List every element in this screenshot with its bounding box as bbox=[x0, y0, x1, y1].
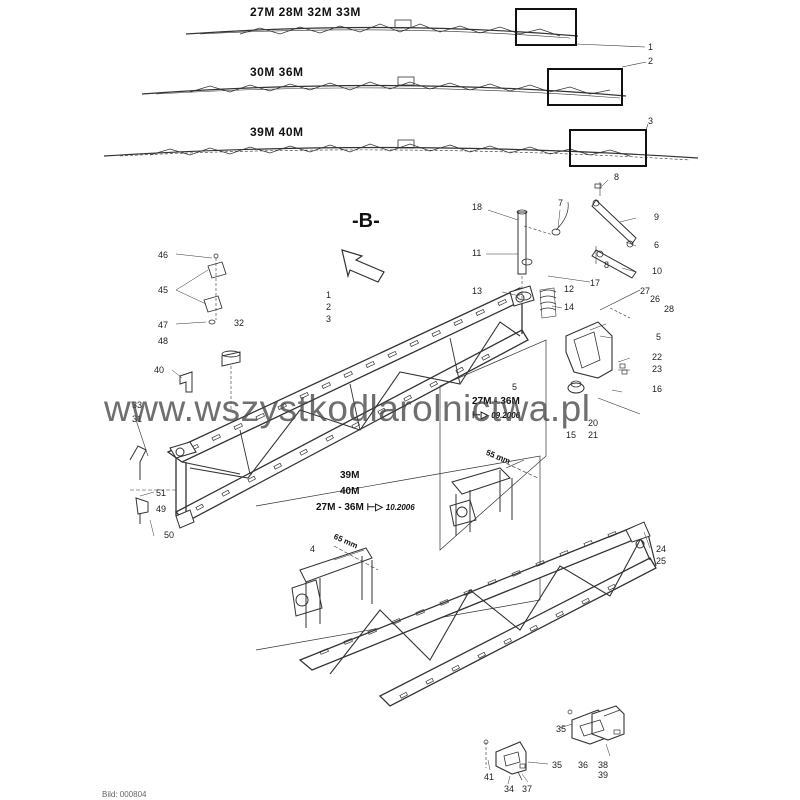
callout-number: 47 bbox=[158, 320, 168, 330]
callout-number: 27 bbox=[640, 286, 650, 296]
callout-number: 8 bbox=[614, 172, 619, 182]
variant-note-upper-date: 09.2006 bbox=[491, 411, 521, 420]
link-arms-assembly bbox=[523, 182, 637, 279]
callout-number: 25 bbox=[656, 556, 666, 566]
callout-number: 38 bbox=[598, 760, 608, 770]
callout-number: 28 bbox=[664, 304, 674, 314]
variant-panel-upper bbox=[439, 339, 547, 551]
arrow-right-icon: ⊢▷ bbox=[472, 410, 492, 421]
variant-note-lower-row: 27M - 36M ⊢▷ 10.2006 bbox=[316, 502, 415, 513]
leader-line bbox=[575, 43, 646, 48]
callout-number: 4 bbox=[310, 544, 315, 554]
callout-number: 3 bbox=[326, 314, 331, 324]
leader-line bbox=[645, 123, 649, 131]
callout-number: 50 bbox=[164, 530, 174, 540]
callout-number: 36 bbox=[578, 760, 588, 770]
callout-number: 11 bbox=[472, 248, 481, 258]
variant-note-upper-date-row: ⊢▷ 09.2006 bbox=[472, 410, 520, 421]
callout-number: 33 bbox=[132, 400, 142, 410]
callout-number: 2 bbox=[648, 56, 653, 66]
callout-number: 5 bbox=[512, 382, 517, 392]
clamp-detail-upper bbox=[567, 705, 625, 745]
variant-note-upper-models: 27M - 36M bbox=[472, 396, 520, 407]
boom-silhouette-2 bbox=[141, 68, 627, 106]
callout-number: 41 bbox=[484, 772, 494, 782]
outer-boom-truss bbox=[298, 521, 657, 707]
callout-number: 48 bbox=[158, 336, 168, 346]
callout-number: 15 bbox=[566, 430, 576, 440]
callout-number: 45 bbox=[158, 285, 168, 295]
callout-number: 23 bbox=[652, 364, 662, 374]
callout-number: 1 bbox=[326, 290, 331, 300]
callout-numbers: 8 18 7 9 6 11 10 8 17 12 13 14 27 26 28 … bbox=[132, 42, 674, 794]
callout-number: 24 bbox=[656, 544, 666, 554]
figure-reference: Bild: 000804 bbox=[102, 790, 147, 799]
variant-detail-lower bbox=[291, 545, 379, 628]
boom-label-1: 27M 28M 32M 33M bbox=[250, 5, 361, 19]
variant-detail-upper bbox=[449, 455, 539, 536]
variant-note-lower-model-1: 39M bbox=[340, 470, 360, 481]
callout-number: 13 bbox=[472, 286, 482, 296]
callout-number: 5 bbox=[656, 332, 661, 342]
callout-number: 37 bbox=[522, 784, 532, 794]
callout-number: 12 bbox=[564, 284, 574, 294]
callout-number: 17 bbox=[590, 278, 600, 288]
view-label: -B- bbox=[352, 210, 380, 232]
variant-note-lower-models: 27M - 36M bbox=[316, 502, 364, 513]
boom-silhouette-1 bbox=[185, 8, 579, 46]
callout-number: 18 bbox=[472, 202, 482, 212]
callout-number: 39 bbox=[598, 770, 608, 780]
callout-number: 1 bbox=[648, 42, 653, 52]
variant-note-lower-model-2: 40M bbox=[340, 486, 360, 497]
callout-number: 10 bbox=[652, 266, 662, 276]
leader-line bbox=[621, 61, 647, 68]
callout-leaders bbox=[139, 179, 651, 785]
callout-number: 7 bbox=[558, 198, 563, 208]
boom-label-3: 39M 40M bbox=[250, 125, 304, 139]
callout-number: 2 bbox=[326, 302, 331, 312]
hinge-post-assembly bbox=[516, 209, 557, 319]
boom-silhouette-3 bbox=[103, 129, 699, 167]
callout-number: 32 bbox=[234, 318, 244, 328]
arrow-right-icon: ⊢▷ bbox=[366, 502, 386, 513]
callout-number: 35 bbox=[552, 760, 562, 770]
callout-number: 31 bbox=[132, 414, 142, 424]
callout-number: 51 bbox=[156, 488, 166, 498]
callout-number: 3 bbox=[648, 116, 653, 126]
callout-number: 34 bbox=[504, 784, 514, 794]
callout-number: 14 bbox=[564, 302, 574, 312]
callout-number: 40 bbox=[154, 365, 164, 375]
main-boom-truss bbox=[166, 285, 535, 529]
direction-arrow-icon bbox=[341, 249, 385, 283]
callout-number: 26 bbox=[650, 294, 660, 304]
callout-number: 49 bbox=[156, 504, 166, 514]
watermark: www.wszystkodlarolnictwa.pl bbox=[104, 388, 591, 429]
callout-number: 22 bbox=[652, 352, 662, 362]
boom-label-2: 30M 36M bbox=[250, 65, 304, 79]
variant-note-lower-date: 10.2006 bbox=[385, 503, 415, 512]
callout-number: 6 bbox=[654, 240, 659, 250]
callout-number: 46 bbox=[158, 250, 168, 260]
callout-number: 8 bbox=[604, 260, 609, 270]
clamp-detail-lower bbox=[483, 739, 527, 781]
callout-number: 9 bbox=[654, 212, 659, 222]
callout-number: 21 bbox=[588, 430, 598, 440]
callout-number: 35 bbox=[556, 724, 566, 734]
left-small-parts bbox=[129, 253, 241, 524]
callout-number: 20 bbox=[588, 418, 598, 428]
callout-number: 16 bbox=[652, 384, 662, 394]
